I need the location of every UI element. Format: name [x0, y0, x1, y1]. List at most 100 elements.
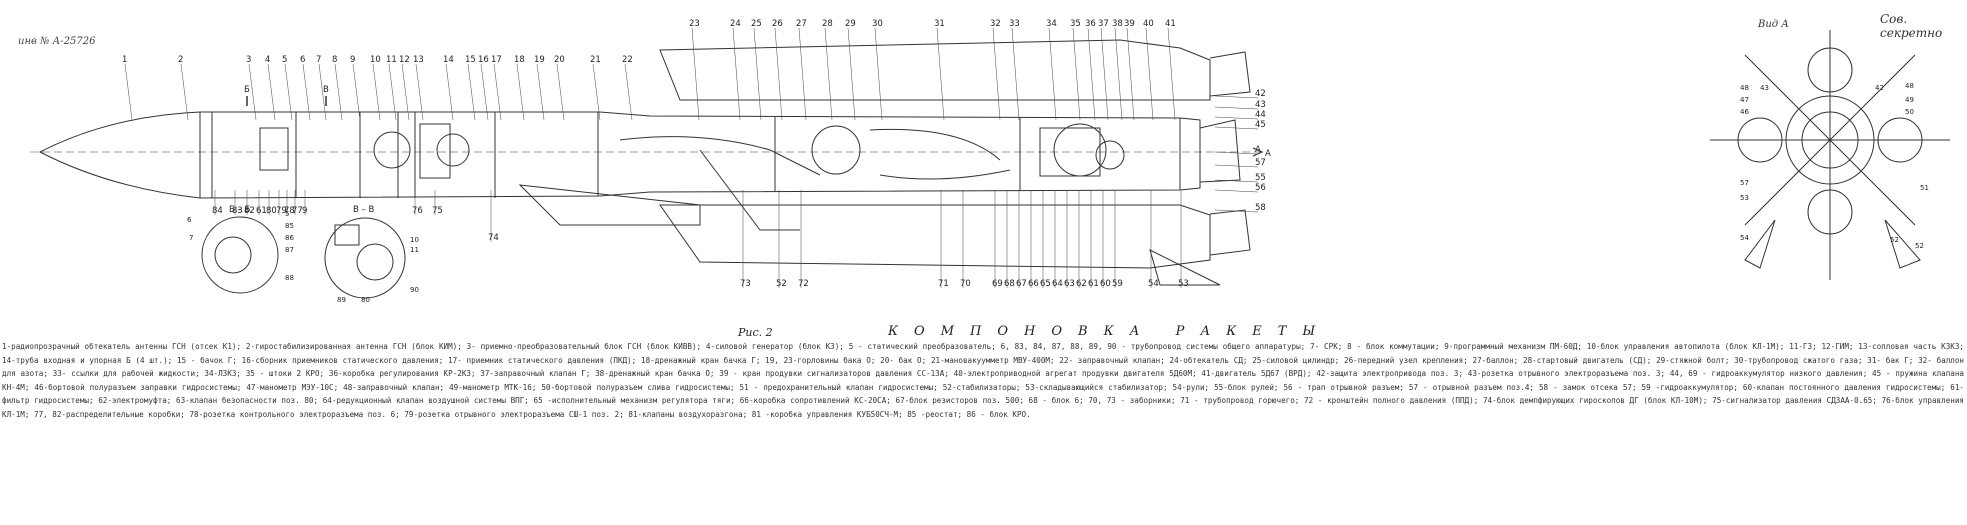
leader-line: [415, 63, 424, 121]
leader-line: [401, 63, 410, 121]
leader-line: [798, 27, 807, 121]
callout-label: 84: [212, 206, 223, 216]
section-callout: 87: [285, 246, 294, 254]
callout-label: 23: [689, 19, 700, 29]
callout-label: 36: [1085, 19, 1096, 29]
callout-label: 49: [1905, 96, 1914, 104]
leader-line: [334, 63, 343, 121]
leader-line: [874, 27, 883, 121]
callout-label: 6: [300, 55, 305, 65]
callout-label: 80: [266, 206, 277, 216]
callout-label: 72: [798, 279, 809, 289]
inventory-number: инв № А-25726: [18, 36, 96, 47]
callout-label: 76: [412, 206, 423, 216]
section-mark-v: В: [323, 85, 329, 95]
leader-line: [936, 27, 945, 121]
callout-label: 12: [399, 55, 410, 65]
callout-label: 16: [478, 55, 489, 65]
callout-label: 68: [1004, 279, 1015, 289]
callout-label: 15: [465, 55, 476, 65]
callout-label: 27: [796, 19, 807, 29]
upper-wing-outline: [659, 39, 1211, 101]
leader-line: [388, 63, 397, 121]
leader-line: [1145, 27, 1154, 121]
leader-line: [1214, 209, 1259, 213]
callout-label: 79: [276, 206, 287, 216]
main-nozzle: [1199, 119, 1241, 183]
parts-legend: 1-радиопрозрачный обтекатель антенны ГСН…: [2, 342, 1964, 419]
callout-label: 28: [822, 19, 833, 29]
section-callout: 11: [410, 246, 419, 254]
leader-line: [1087, 27, 1096, 121]
callout-label: 60: [1100, 279, 1111, 289]
leader-line: [1167, 27, 1176, 121]
section-callout: 90: [410, 286, 419, 294]
callout-label: 19: [534, 55, 545, 65]
leader-line: [318, 63, 327, 121]
callout-label: 39: [1124, 19, 1135, 29]
callout-label: 10: [370, 55, 381, 65]
section-mark-a: А: [1265, 149, 1271, 159]
callout-label: 83: [232, 206, 243, 216]
leader-line: [1214, 164, 1259, 168]
booster-nozzle-lower: [1209, 209, 1251, 256]
callout-label: 64: [1052, 279, 1063, 289]
callout-label: 58: [1255, 203, 1266, 213]
callout-label: 32: [990, 19, 1001, 29]
leader-line: [824, 27, 833, 121]
leader-line: [691, 27, 700, 121]
callout-label: 52: [1915, 242, 1924, 250]
forward-fuselage-outline: [199, 111, 1201, 199]
leader-line: [847, 27, 856, 121]
section-callout: 10: [410, 236, 419, 244]
callout-label: 71: [938, 279, 949, 289]
section-callout: 88: [285, 274, 294, 282]
leader-line: [1126, 27, 1135, 121]
callout-label: 41: [1165, 19, 1176, 29]
callout-label: А: [1255, 145, 1261, 155]
callout-label: 46: [1740, 108, 1749, 116]
callout-label: 3: [246, 55, 251, 65]
leader-line: [556, 63, 565, 121]
callout-label: 20: [554, 55, 565, 65]
callout-label: 42: [1255, 89, 1266, 99]
callout-label: 56: [1255, 183, 1266, 193]
callout-label: 43: [1760, 84, 1769, 92]
leader-line: [1214, 106, 1259, 110]
callout-label: 82: [244, 206, 255, 216]
leader-line: [372, 63, 381, 121]
callout-label: 1: [122, 55, 127, 65]
leader-line: [302, 63, 311, 121]
leader-line: [480, 63, 489, 121]
leader-line: [753, 27, 762, 121]
leader-line: [352, 63, 361, 121]
radome-outline: [38, 111, 201, 199]
leader-line: [284, 63, 293, 121]
section-callout: 6: [187, 216, 192, 224]
callout-label: 7: [316, 55, 321, 65]
callout-label: 61: [256, 206, 267, 216]
lower-wing-plate: [518, 184, 701, 226]
callout-label: 47: [1740, 96, 1749, 104]
callout-label: 51: [1920, 184, 1929, 192]
callout-label: 45: [1255, 120, 1266, 130]
leader-line: [1011, 27, 1020, 121]
section-callout: 5: [285, 210, 289, 218]
callout-label: 61: [1088, 279, 1099, 289]
callout-label: 78: [284, 206, 295, 216]
section-callout: 86: [285, 234, 294, 242]
callout-label: 54: [1740, 234, 1749, 242]
callout-label: 42: [1875, 84, 1884, 92]
leader-line: [1114, 27, 1123, 121]
callout-label: 5: [282, 55, 287, 65]
callout-label: 33: [1009, 19, 1020, 29]
view-a-label: Вид А: [1758, 19, 1789, 30]
leader-line: [774, 27, 783, 121]
callout-label: 8: [332, 55, 337, 65]
section-v-title: В – В: [353, 205, 374, 215]
leader-line: [1214, 126, 1259, 130]
